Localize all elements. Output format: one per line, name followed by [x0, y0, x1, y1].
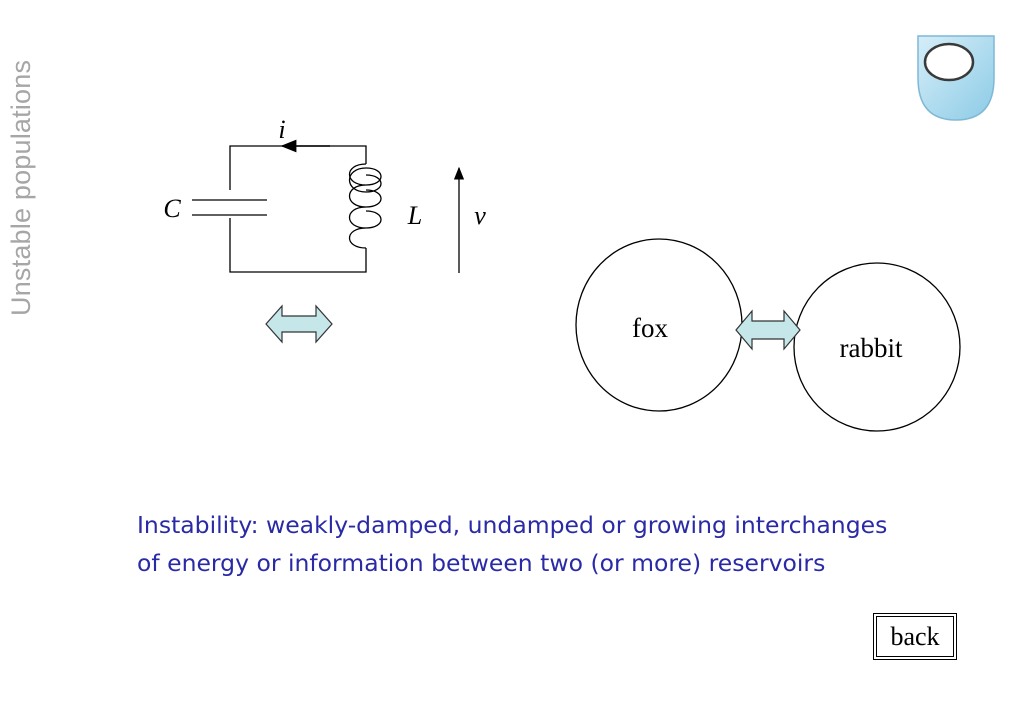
capacitor-label: C: [163, 194, 181, 223]
population-diagram: fox rabbit: [575, 238, 961, 432]
population-exchange-arrow-icon: [735, 309, 801, 351]
circuit-exchange-arrow-icon: [265, 304, 333, 344]
inductor-label: L: [407, 201, 422, 230]
lc-circuit: i C L v: [163, 115, 486, 273]
caption-text: Instability: weakly-damped, undamped or …: [137, 511, 888, 577]
circuit-wire: [229, 145, 367, 273]
voltage-label: v: [474, 201, 486, 230]
back-button-label: back: [876, 616, 954, 657]
open-university-logo: [917, 35, 995, 121]
rabbit-label: rabbit: [840, 333, 903, 363]
fox-label: fox: [632, 313, 668, 343]
back-button[interactable]: back: [873, 613, 957, 660]
current-label: i: [278, 115, 285, 144]
inductor-coil: [348, 163, 382, 249]
rabbit-circle: [793, 262, 961, 432]
